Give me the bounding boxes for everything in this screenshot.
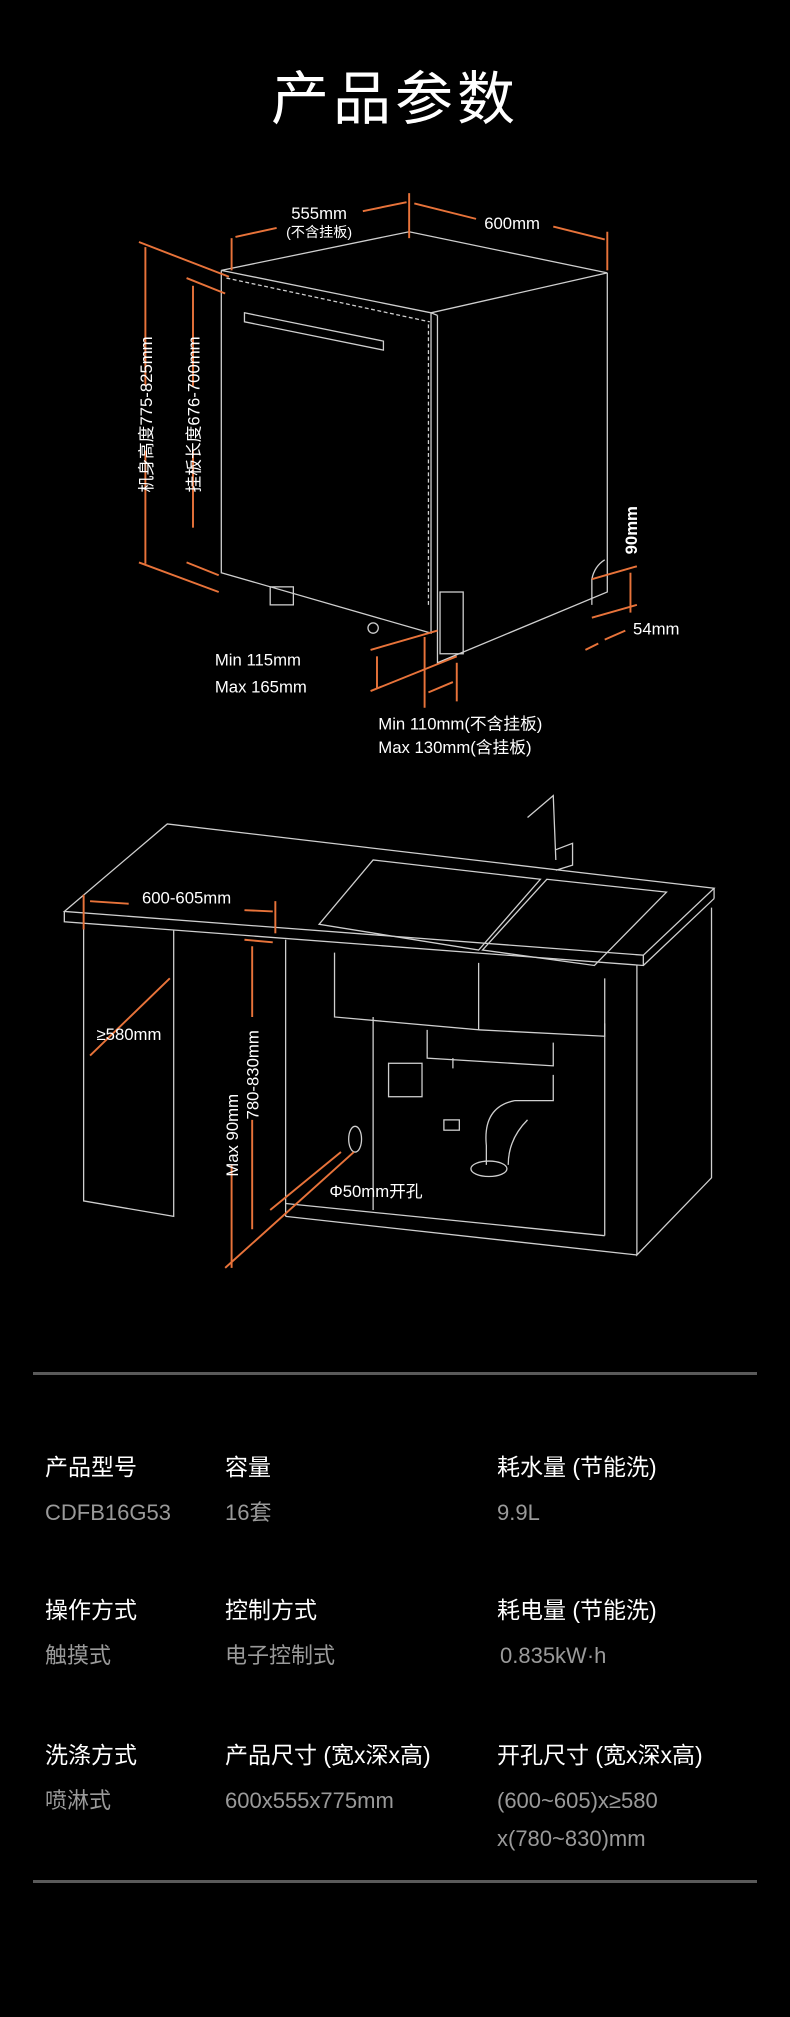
divider-bottom (33, 1880, 757, 1883)
panel-length-label: 挂板长度676-700mm (184, 336, 203, 492)
spec-power: 耗电量 (节能洗) 0.835kW·h (497, 1591, 657, 1675)
sink-left (317, 859, 542, 951)
spec-value: 电子控制式 (225, 1643, 336, 1668)
foot-max-label: Max 165mm (215, 677, 307, 696)
dishwasher-top (221, 231, 608, 314)
spec-water: 耗水量 (节能洗) 9.9L (497, 1448, 657, 1532)
spec-value: (600~605)x≥580 (497, 1788, 658, 1813)
spec-model: 产品型号 CDFB16G53 (45, 1448, 171, 1532)
cavity-height-label: 780-830mm (244, 1030, 263, 1119)
spec-operation: 操作方式触摸式 (45, 1591, 137, 1675)
cavity-depth-label: ≥580mm (96, 1025, 161, 1044)
depth-note: (不含挂板) (286, 224, 352, 240)
spec-label: 耗电量 (节能洗) (497, 1597, 657, 1623)
spec-cutout: 开孔尺寸 (宽x深x高) (600~605)x≥580 x(780~830)mm (497, 1736, 703, 1858)
spec-label: 控制方式 (225, 1597, 317, 1623)
width-label: 600mm (484, 214, 540, 233)
kick-height-label: 90mm (622, 506, 641, 554)
spec-value: CDFB16G53 (45, 1500, 171, 1525)
spec-value: 9.9L (497, 1500, 540, 1525)
installation-diagram: 600-605mm ≥580mm 780-830mm Max 90mm Φ50m… (62, 794, 716, 1269)
body-height-label: 机身高度775-825mm (137, 336, 156, 492)
spec-label: 耗水量 (节能洗) (497, 1454, 657, 1480)
spec-value-line2: x(780~830)mm (497, 1826, 646, 1851)
cabinet-right-side (636, 907, 713, 1257)
hole-label: Φ50mm开孔 (329, 1182, 423, 1201)
spec-value: 触摸式 (45, 1643, 112, 1668)
panel-min-label: Min 110mm(不含挂板) (378, 715, 542, 734)
kick-depth-label: 54mm (633, 619, 679, 638)
spec-capacity: 容量 16套 (225, 1448, 271, 1532)
spec-label: 洗涤方式 (45, 1742, 137, 1768)
spec-wash: 洗涤方式喷淋式 (45, 1736, 137, 1820)
pipe-hole-icon (348, 1125, 363, 1153)
kick-label: Max 90mm (223, 1094, 242, 1177)
foot-min-label: Min 115mm (215, 650, 301, 669)
sink-right (481, 878, 668, 967)
spec-control: 控制方式电子控制式 (225, 1591, 335, 1675)
door-handle-icon (243, 312, 385, 351)
dishwasher-front (220, 270, 432, 635)
divider-top (33, 1372, 757, 1375)
drain-pipe (426, 1029, 554, 1165)
dishwasher-side (436, 272, 608, 664)
spec-label: 操作方式 (45, 1597, 137, 1623)
cabinet-left-panel (82, 921, 175, 1218)
spec-label: 开孔尺寸 (宽x深x高) (497, 1742, 703, 1768)
spec-value: 喷淋式 (45, 1788, 112, 1813)
faucet-icon (527, 794, 574, 871)
panel-max-label: Max 130mm(含挂板) (378, 738, 531, 757)
spec-label: 产品尺寸 (宽x深x高) (225, 1742, 431, 1768)
dishwasher-dimension-diagram: 555mm (不含挂板) 600mm 机身高度775-825mm 挂板长度676… (137, 193, 679, 757)
spec-label: 产品型号 (45, 1454, 137, 1480)
power-outlet-icon (387, 1062, 423, 1098)
spec-value: 600x555x775mm (225, 1788, 394, 1813)
spec-value: 16套 (225, 1500, 272, 1525)
depth-label: 555mm (291, 204, 347, 223)
spec-size: 产品尺寸 (宽x深x高) 600x555x775mm (225, 1736, 431, 1820)
spec-label: 容量 (225, 1454, 271, 1480)
page-title: 产品参数 (270, 67, 519, 132)
spec-value: 0.835kW·h (500, 1643, 607, 1668)
cavity-width-label: 600-605mm (142, 889, 231, 908)
